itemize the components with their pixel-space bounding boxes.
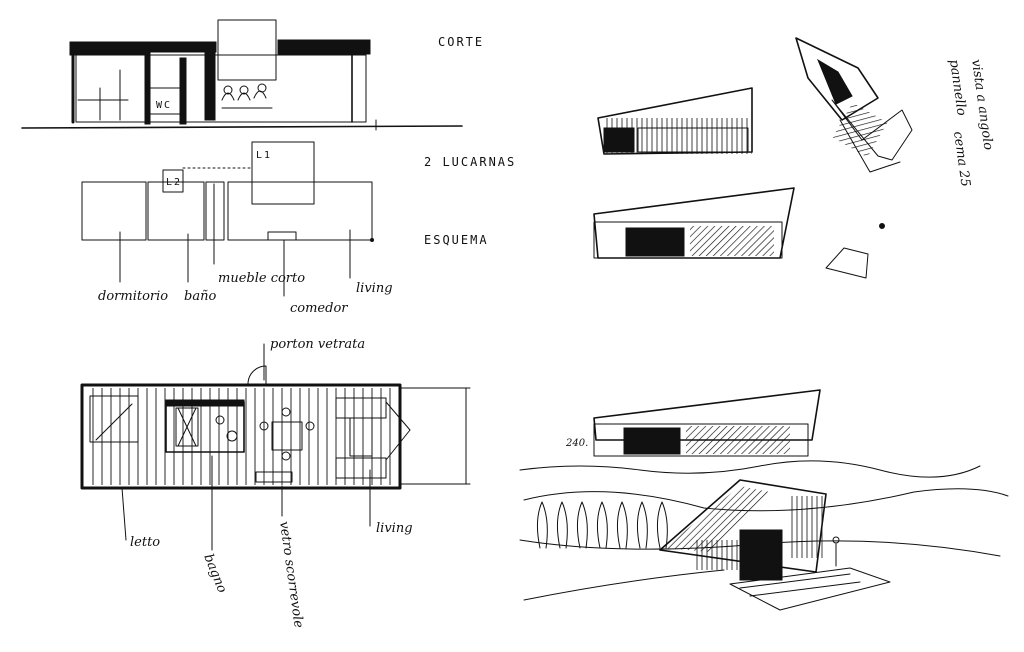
vertical-note-1: vista a angolo	[968, 58, 996, 151]
l1-label: L1	[256, 150, 272, 161]
dormitorio-label: dormitorio	[98, 289, 168, 304]
tree-row	[536, 501, 668, 549]
wc-label: WC	[156, 100, 172, 111]
elevation-3: 240.	[519, 389, 981, 478]
perspective-sketch-top	[795, 37, 913, 173]
vertical-note-2: pannello	[946, 58, 969, 116]
porton-label: porton vetrata	[270, 337, 365, 352]
corte-label: CORTE	[438, 35, 484, 49]
letto-label: letto	[130, 535, 160, 550]
living-top-label: living	[356, 281, 393, 296]
bano-label: baño	[184, 289, 216, 304]
section-drawing: WC	[21, 19, 463, 131]
elevation-1	[597, 87, 753, 155]
living-bottom-label: living	[376, 521, 413, 536]
dimension-label: 240.	[565, 438, 588, 449]
esquema-label: ESQUEMA	[424, 233, 489, 247]
mueble-label: mueble corto	[218, 271, 305, 286]
lucarnas-label: 2 LUCARNAS	[424, 155, 516, 169]
floor-plan	[80, 343, 471, 551]
comedor-label: comedor	[290, 301, 348, 316]
vertical-note-3: cema 25	[950, 130, 973, 187]
vertical-notes: vista a angolo pannello cema 25	[946, 58, 996, 187]
perspective-sketch-bottom	[519, 479, 1009, 611]
l2-label: L2	[166, 177, 182, 188]
scheme-drawing: L2 L1	[81, 141, 374, 297]
vetro-label: vetro scorrevole	[276, 520, 306, 629]
bagno-label: bagno	[200, 552, 229, 595]
elevation-2	[593, 187, 885, 279]
